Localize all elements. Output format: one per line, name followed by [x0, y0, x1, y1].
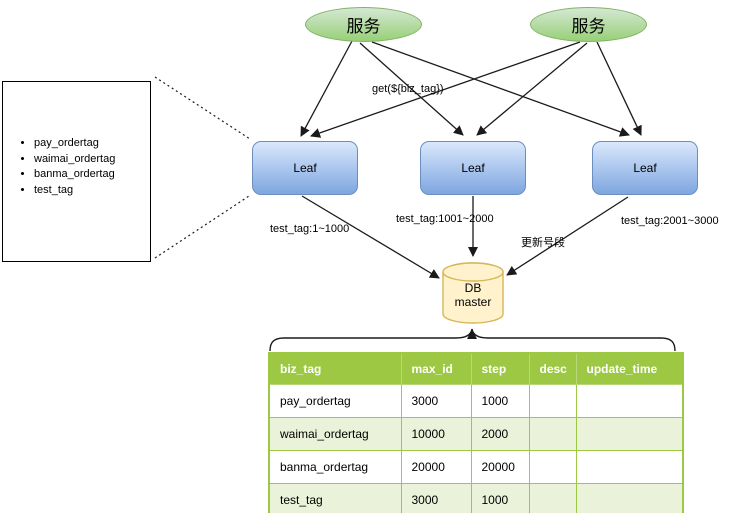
leaf-label: Leaf: [293, 161, 317, 175]
callout-line-top: [154, 76, 251, 140]
col-header-desc: desc: [528, 352, 577, 385]
update-segment-label: 更新号段: [521, 237, 565, 249]
cell-update-time: [575, 450, 684, 484]
cell-desc: [528, 384, 577, 418]
arrow-service1-leaf1: [300, 40, 353, 137]
db-cylinder: [442, 262, 504, 324]
db-label-line2: master: [454, 295, 492, 309]
arrow-leaf1-db: [301, 195, 440, 279]
arrow-leaf3-db: [506, 196, 629, 276]
arrow-service2-leaf2: [476, 42, 588, 136]
request-label: get(${biz_tag}): [372, 83, 444, 95]
list-item: test_tag: [34, 183, 115, 199]
table-row: banma_ordertag 20000 20000: [268, 450, 684, 484]
service-node-2: 服务: [530, 7, 647, 42]
table-header-row: biz_tag max_id step desc update_time: [268, 352, 684, 385]
table-row: waimai_ordertag 10000 2000: [268, 417, 684, 451]
segment-label-leaf2: test_tag:1001~2000: [396, 213, 494, 225]
callout-line-bottom: [154, 195, 250, 259]
cell-step: 20000: [470, 450, 530, 484]
biz-tag-table: biz_tag max_id step desc update_time pay…: [268, 352, 684, 513]
cell-update-time: [575, 384, 684, 418]
db-label: DB master: [443, 281, 503, 309]
list-item: waimai_ordertag: [34, 152, 115, 168]
segment-label-leaf1: test_tag:1~1000: [270, 223, 350, 235]
table-row: pay_ordertag 3000 1000: [268, 384, 684, 418]
cell-desc: [528, 450, 577, 484]
note-box: pay_ordertag waimai_ordertag banma_order…: [2, 81, 151, 262]
col-header-step: step: [470, 352, 530, 385]
list-item: pay_ordertag: [34, 136, 115, 152]
cell-step: 2000: [470, 417, 530, 451]
cell-max-id: 3000: [400, 483, 472, 513]
arrow-service1-leaf3: [371, 41, 630, 137]
leaf-node-3: Leaf: [592, 141, 698, 195]
cell-update-time: [575, 483, 684, 513]
cell-desc: [528, 417, 577, 451]
service-node-1: 服务: [305, 7, 422, 42]
arrow-service2-leaf1: [310, 41, 581, 138]
col-header-biz-tag: biz_tag: [268, 352, 402, 385]
leaf-label: Leaf: [461, 161, 485, 175]
cell-desc: [528, 483, 577, 513]
cell-biz-tag: test_tag: [268, 483, 402, 513]
col-header-update-time: update_time: [575, 352, 684, 385]
cell-max-id: 20000: [400, 450, 472, 484]
arrow-service1-leaf2: [359, 42, 464, 136]
cell-step: 1000: [470, 384, 530, 418]
leaf-node-2: Leaf: [420, 141, 526, 195]
arrow-service2-leaf3: [596, 41, 642, 136]
cell-max-id: 10000: [400, 417, 472, 451]
segment-label-leaf3: test_tag:2001~3000: [621, 215, 719, 227]
list-item: banma_ordertag: [34, 167, 115, 183]
service-label: 服务: [571, 17, 606, 36]
cell-update-time: [575, 417, 684, 451]
table-row: test_tag 3000 1000: [268, 483, 684, 513]
cell-biz-tag: waimai_ordertag: [268, 417, 402, 451]
cell-biz-tag: banma_ordertag: [268, 450, 402, 484]
cell-max-id: 3000: [400, 384, 472, 418]
col-header-max-id: max_id: [400, 352, 472, 385]
biz-tag-list: pay_ordertag waimai_ordertag banma_order…: [19, 136, 115, 198]
db-label-line1: DB: [464, 281, 482, 295]
cell-step: 1000: [470, 483, 530, 513]
leaf-label: Leaf: [633, 161, 657, 175]
leaf-node-1: Leaf: [252, 141, 358, 195]
service-label: 服务: [346, 17, 381, 36]
cell-biz-tag: pay_ordertag: [268, 384, 402, 418]
